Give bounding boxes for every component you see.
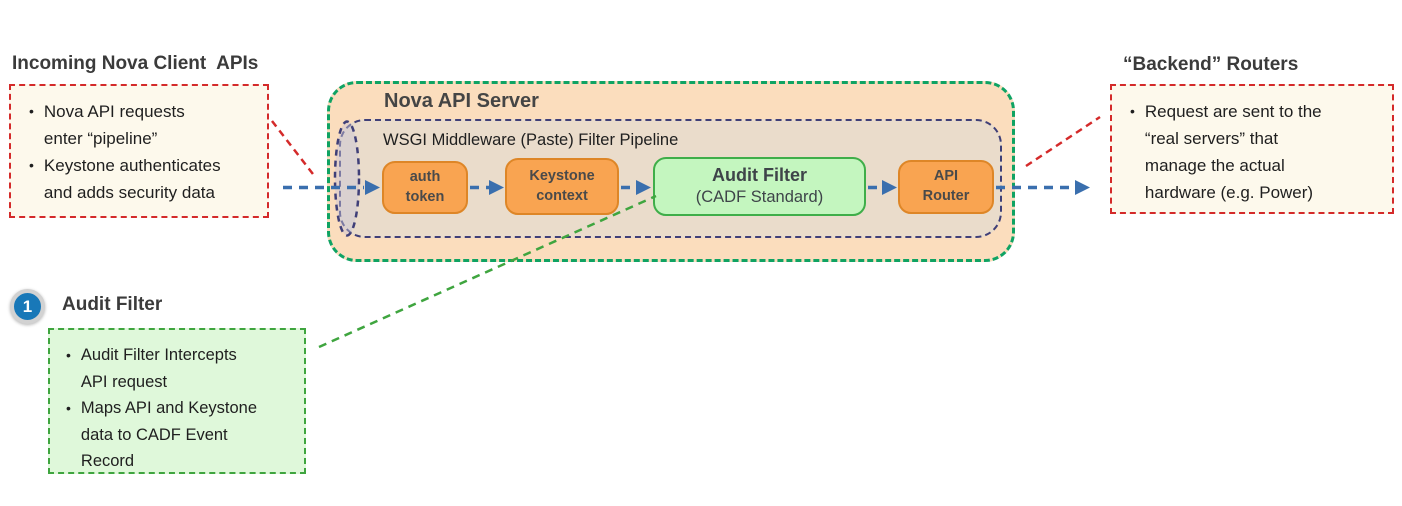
left-callout-line — [271, 120, 317, 179]
bullet-icon: • — [66, 347, 71, 363]
annotation-title: Audit Filter — [62, 294, 163, 315]
stage-label: auth token — [405, 168, 445, 205]
bullet-icon: • — [1130, 103, 1135, 119]
stage-label: Keystone context — [529, 167, 595, 204]
stage-auth-token: auth token — [382, 161, 468, 214]
list-item: • Nova API requests enter “pipeline” — [29, 98, 259, 152]
flow-arrowhead-icon — [1075, 180, 1090, 195]
list-item: • Keystone authenticates and adds securi… — [29, 152, 259, 206]
stage-audit-filter: Audit Filter (CADF Standard) — [653, 157, 866, 216]
nova-api-server-title: Nova API Server — [384, 90, 539, 112]
bullet-icon: • — [29, 103, 34, 119]
step-number: 1 — [22, 296, 33, 316]
list-item: • Request are sent to the “real servers”… — [1130, 98, 1384, 206]
step-number-badge: 1 — [10, 289, 45, 324]
bullet-text: Keystone authenticates and adds security… — [43, 156, 221, 202]
bullet-text: Request are sent to the “real servers” t… — [1144, 102, 1322, 202]
list-item: • Audit Filter Intercepts API request — [66, 342, 298, 395]
bullet-text: Nova API requests enter “pipeline” — [43, 102, 185, 148]
wsgi-pipeline-label: WSGI Middleware (Paste) Filter Pipeline — [383, 131, 679, 149]
bullet-icon: • — [29, 157, 34, 173]
right-note-title: “Backend” Routers — [1123, 54, 1299, 75]
stage-label: Audit Filter — [712, 165, 807, 186]
stage-keystone-context: Keystone context — [505, 158, 619, 215]
right-note-box: • Request are sent to the “real servers”… — [1110, 84, 1394, 214]
bullet-icon: • — [66, 400, 71, 416]
list-item: • Maps API and Keystone data to CADF Eve… — [66, 395, 298, 475]
stage-sublabel: (CADF Standard) — [695, 188, 824, 207]
stage-label: API Router — [922, 168, 970, 204]
left-note-title: Incoming Nova Client APIs — [12, 53, 259, 74]
bullet-text: Maps API and Keystone data to CADF Event… — [80, 399, 258, 470]
right-callout-line — [1025, 115, 1101, 168]
annotation-box: • Audit Filter Intercepts API request • … — [48, 328, 306, 474]
bullet-text: Audit Filter Intercepts API request — [80, 346, 237, 391]
stage-api-router: API Router — [898, 160, 994, 214]
left-note-box: • Nova API requests enter “pipeline” • K… — [9, 84, 269, 218]
